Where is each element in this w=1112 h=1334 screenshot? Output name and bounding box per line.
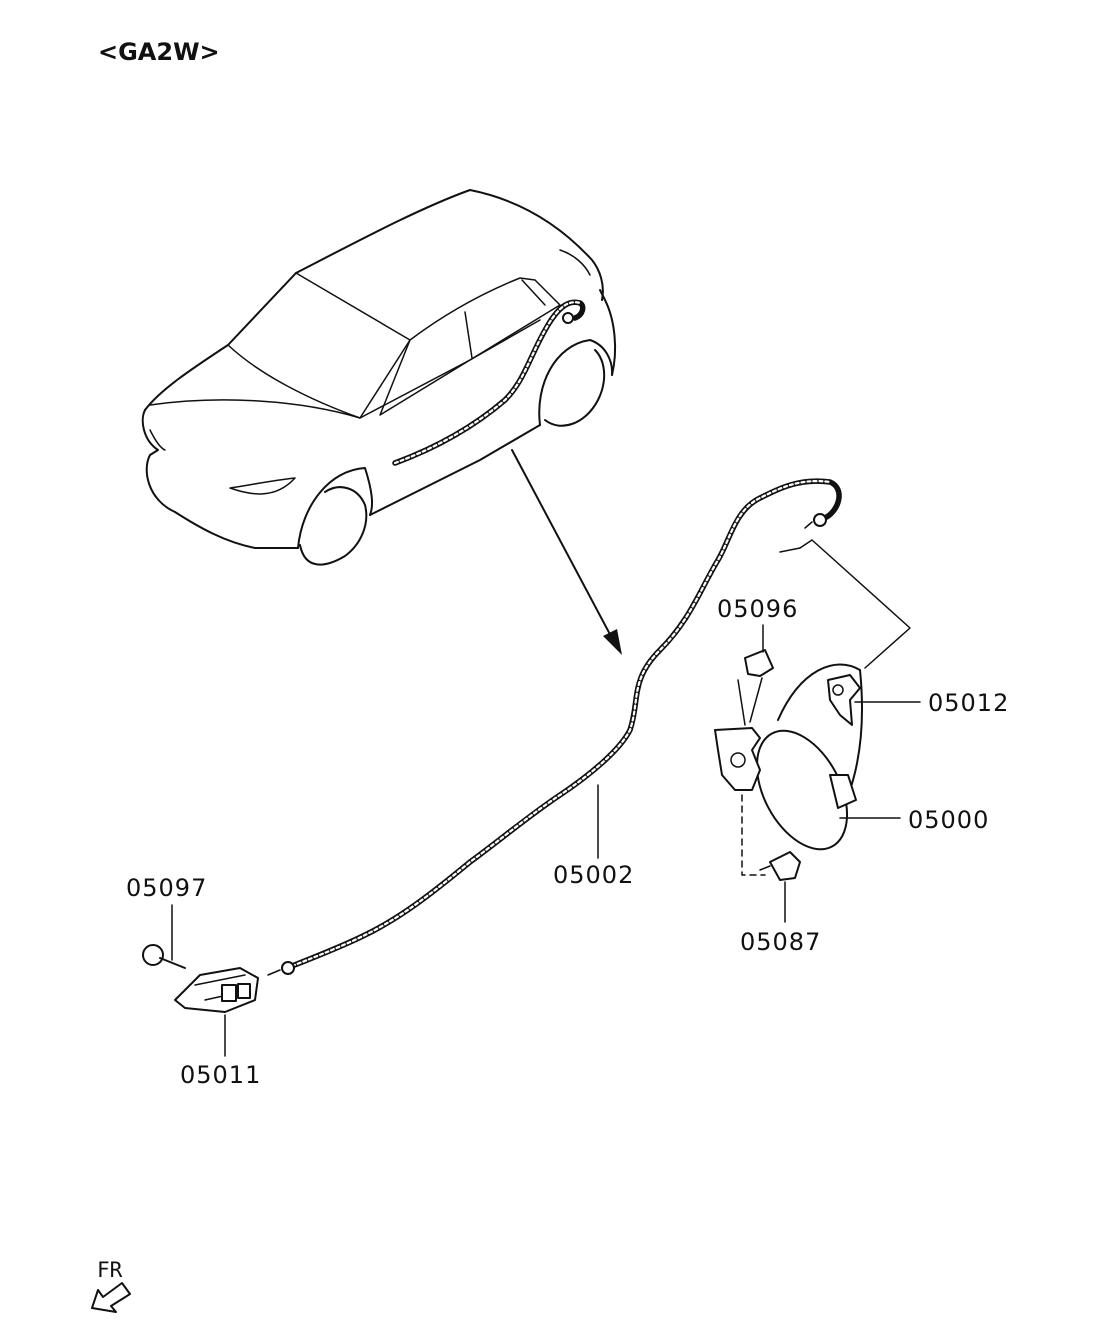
arrow-down-left-icon xyxy=(91,1282,131,1313)
part-label-05087: 05087 xyxy=(740,928,821,956)
part-label-05012: 05012 xyxy=(928,689,1009,717)
orientation-label: FR xyxy=(97,1258,123,1282)
diagram-title: <GA2W> xyxy=(98,38,220,66)
detail-pointer-arrow xyxy=(511,449,622,655)
leader-bracket xyxy=(799,539,911,669)
part-label-05097: 05097 xyxy=(126,874,207,902)
fuel-lid-opener xyxy=(142,944,259,1013)
part-label-05002: 05002 xyxy=(553,861,634,889)
part-label-05000: 05000 xyxy=(908,806,989,834)
part-label-05011: 05011 xyxy=(180,1061,261,1089)
part-label-05096: 05096 xyxy=(717,595,798,623)
fuel-door-assembly xyxy=(714,649,863,881)
vehicle-illustration xyxy=(141,189,617,566)
fuel-lid-cable xyxy=(267,478,842,976)
leader-lines xyxy=(171,624,921,1057)
